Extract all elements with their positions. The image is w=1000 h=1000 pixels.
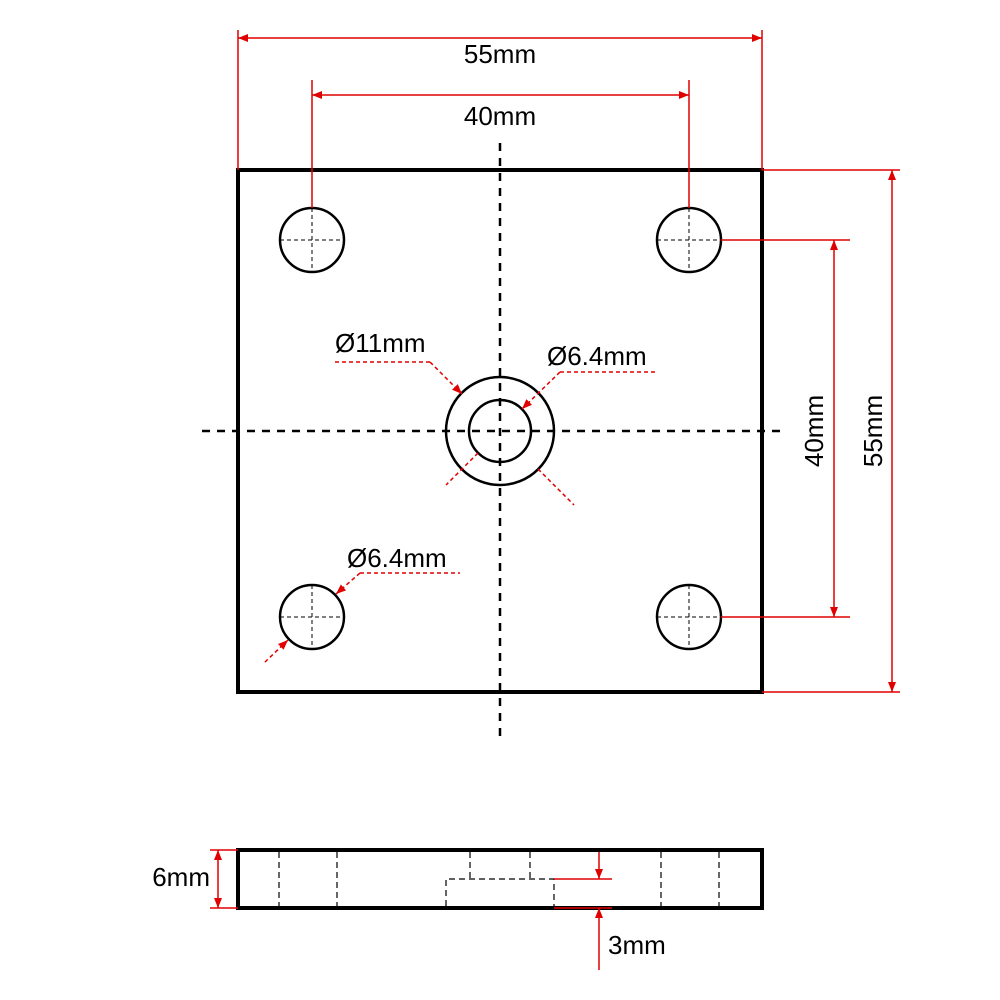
corner-hole-bottom-left — [278, 583, 346, 651]
side-view — [236, 848, 764, 910]
corner-hole-label: Ø6.4mm — [347, 543, 447, 573]
thickness-label: 6mm — [152, 862, 210, 892]
corner-hole-bottom-right — [655, 583, 723, 651]
plate-side-outline — [236, 848, 764, 910]
center-hole — [467, 398, 533, 464]
overall-height-label: 55mm — [858, 395, 888, 467]
corner-hole-leader — [335, 572, 361, 595]
counterbore-leader — [429, 361, 463, 395]
corner-hole-top-left — [278, 206, 346, 274]
center-hole-leader — [521, 371, 561, 410]
top-view-dimensions: 55mm 40mm 55mm 40mm Ø11mm Ø6.4mm Ø6.4mm — [237, 30, 900, 693]
top-view — [202, 143, 786, 738]
center-counterbore — [444, 375, 556, 487]
center-hole-label: Ø6.4mm — [547, 341, 647, 371]
overall-width-label: 55mm — [464, 39, 536, 69]
side-view-dimensions: 6mm 3mm — [152, 849, 666, 970]
hole-spacing-width-label: 40mm — [464, 101, 536, 131]
center-counterbore-label: Ø11mm — [335, 328, 426, 358]
hole-spacing-height-label: 40mm — [799, 395, 829, 467]
counterbore-depth-label: 3mm — [608, 930, 666, 960]
counterbore-hidden-profile — [445, 878, 555, 906]
corner-hole-top-right — [655, 206, 723, 274]
